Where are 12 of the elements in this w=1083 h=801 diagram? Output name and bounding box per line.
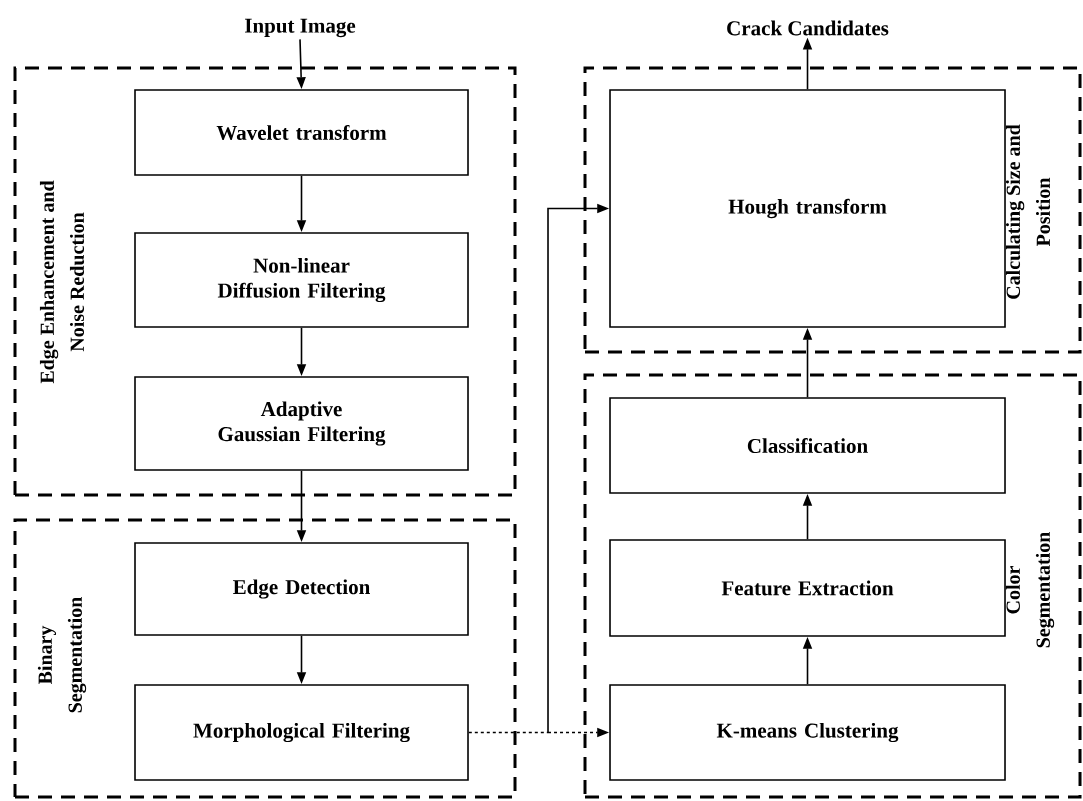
- flow-label: Crack Candidates: [727, 20, 889, 36]
- process-box: Hough transform: [609, 89, 1006, 328]
- process-box: Edge Detection: [134, 542, 469, 636]
- process-box: Wavelet transform: [134, 89, 469, 176]
- process-box: Morphological Filtering: [134, 684, 469, 781]
- connector-line: [468, 731, 549, 734]
- process-box: Classification: [609, 397, 1006, 494]
- process-box: Feature Extraction: [609, 539, 1006, 637]
- process-box: Adaptive Gaussian Filtering: [134, 376, 469, 471]
- flow-label: Input Image: [245, 18, 356, 38]
- process-box: Non-linear Diffusion Filtering: [134, 232, 469, 328]
- process-box: K-means Clustering: [609, 684, 1006, 781]
